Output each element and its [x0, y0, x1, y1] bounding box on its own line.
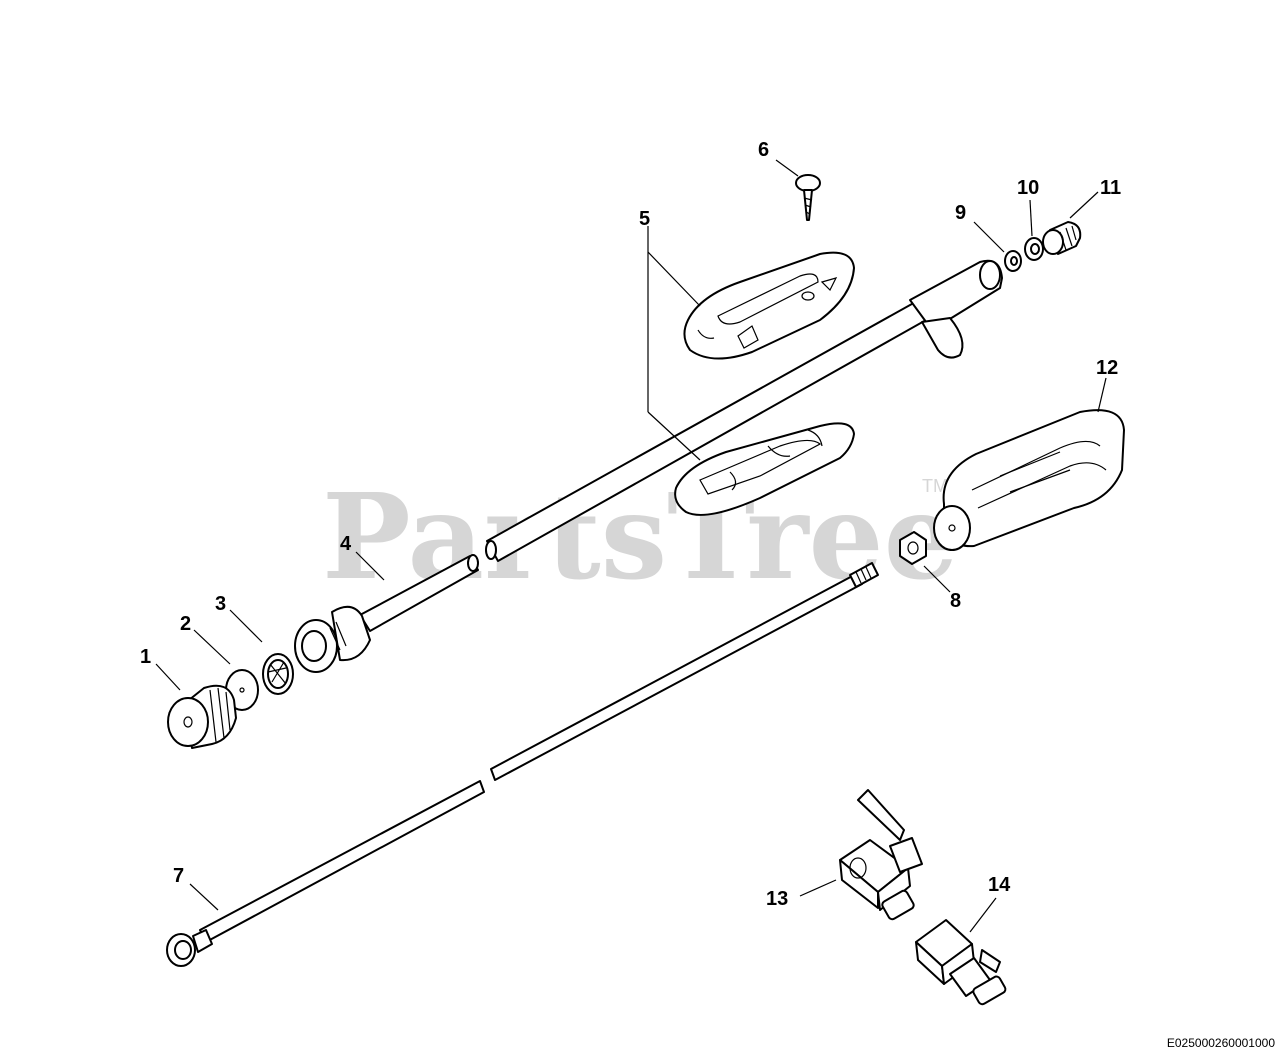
part-7-thread: [849, 562, 879, 588]
callout-1: 1: [140, 646, 151, 668]
diagram-code: E025000260001000: [1167, 1036, 1275, 1050]
part-1-nozzle-cap[interactable]: [167, 684, 237, 749]
part-14-coupler[interactable]: [915, 919, 1007, 1006]
callout-14: 14: [988, 874, 1011, 896]
callout-9: 9: [955, 202, 966, 224]
part-9-washer[interactable]: [1004, 250, 1022, 272]
callout-10: 10: [1017, 177, 1039, 199]
callout-6: 6: [758, 139, 769, 161]
part-12-grip[interactable]: [933, 409, 1125, 551]
callout-2: 2: [180, 613, 191, 635]
tube-elbow: [909, 259, 1003, 359]
watermark-trademark: TM: [922, 476, 948, 496]
part-7-rod[interactable]: [166, 562, 879, 967]
part-5-handle-upper[interactable]: [683, 251, 855, 360]
part-11-fitting[interactable]: [1042, 221, 1082, 255]
part-10-o-ring[interactable]: [1024, 237, 1044, 261]
part-5-handle-lower[interactable]: [674, 422, 855, 516]
callout-5: 5: [639, 208, 650, 230]
callout-13: 13: [766, 888, 788, 910]
callout-4: 4: [340, 533, 352, 555]
leader-lines: [155, 159, 1107, 933]
part-8-nut[interactable]: [899, 531, 927, 565]
callout-3: 3: [215, 593, 226, 615]
callout-11: 11: [1100, 177, 1121, 199]
part-13-valve[interactable]: [839, 789, 923, 921]
part-3-strainer[interactable]: [262, 653, 294, 695]
callout-7: 7: [173, 865, 184, 887]
callout-8: 8: [950, 590, 961, 612]
callouts: 1 2 3 4 5 6 7 8 9 10 11 12 13 14: [140, 139, 1121, 910]
part-6-screw[interactable]: [795, 174, 821, 221]
callout-12: 12: [1096, 357, 1118, 379]
